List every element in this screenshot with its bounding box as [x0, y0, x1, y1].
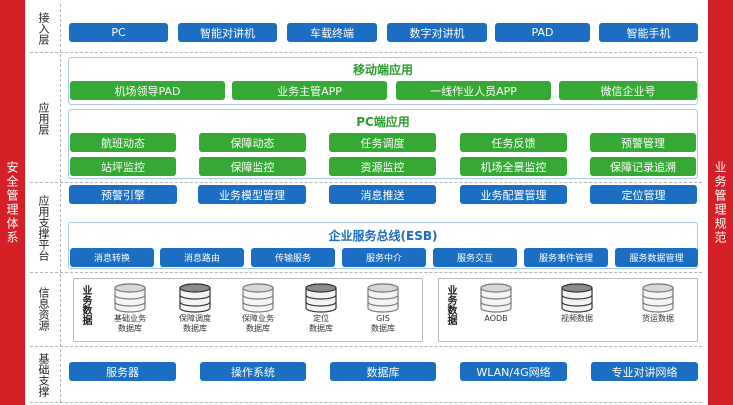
- support-message-push[interactable]: 消息推送: [329, 185, 436, 204]
- security-management-sidebar: 安全管理体系: [0, 0, 25, 405]
- infra-wlan-4g[interactable]: WLAN/4G网络: [460, 362, 567, 381]
- database-label: 数据库: [309, 324, 333, 333]
- pc-app-record-tracing[interactable]: 保障记录追溯: [590, 157, 696, 176]
- database-label: 保障业务: [242, 314, 274, 323]
- esb-transport-service[interactable]: 传输服务: [251, 248, 335, 267]
- esb-service-event-management[interactable]: 服务事件管理: [524, 248, 608, 267]
- separator: [30, 346, 702, 347]
- mobile-app-wechat-work[interactable]: 微信企业号: [559, 81, 697, 100]
- mobile-app-frontline-app[interactable]: 一线作业人员APP: [396, 81, 551, 100]
- layer-label-infrastructure: 基础支撑: [37, 353, 50, 397]
- layer-label-support-platform: 应用支撑平台: [37, 195, 50, 261]
- support-business-model[interactable]: 业务模型管理: [198, 185, 306, 204]
- pc-app-apron-monitoring[interactable]: 站坪监控: [70, 157, 176, 176]
- esb-service-broker[interactable]: 服务中介: [342, 248, 426, 267]
- database-label: 视频数据: [561, 314, 593, 323]
- access-vehicle-terminal[interactable]: 车载终端: [287, 23, 377, 42]
- mobile-app-supervisor-app[interactable]: 业务主管APP: [232, 81, 387, 100]
- database-label: 数据库: [371, 324, 395, 333]
- mobile-app-leader-pad[interactable]: 机场领导PAD: [70, 81, 225, 100]
- access-pad[interactable]: PAD: [495, 23, 590, 42]
- support-alert-engine[interactable]: 预警引擎: [69, 185, 177, 204]
- pc-app-task-feedback[interactable]: 任务反馈: [460, 133, 567, 152]
- separator: [30, 52, 702, 53]
- infra-server[interactable]: 服务器: [69, 362, 176, 381]
- separator: [30, 402, 702, 403]
- database-label: 数据库: [118, 324, 142, 333]
- database-icon: AODB: [466, 283, 526, 324]
- pc-app-support-dynamics[interactable]: 保障动态: [199, 133, 306, 152]
- separator: [30, 182, 702, 183]
- access-pc[interactable]: PC: [69, 23, 168, 42]
- esb-title: 企业服务总线(ESB): [328, 229, 438, 243]
- access-smart-intercom[interactable]: 智能对讲机: [178, 23, 277, 42]
- esb-service-interaction[interactable]: 服务交互: [433, 248, 517, 267]
- database-icon: 货运数据: [628, 283, 688, 324]
- support-business-config[interactable]: 业务配置管理: [460, 185, 567, 204]
- pc-app-airport-panorama[interactable]: 机场全景监控: [460, 157, 567, 176]
- database-label: 定位: [313, 314, 329, 323]
- business-management-sidebar: 业务管理规范: [708, 0, 733, 405]
- pc-app-resource-monitoring[interactable]: 资源监控: [329, 157, 436, 176]
- pc-app-flight-dynamics[interactable]: 航班动态: [70, 133, 176, 152]
- pc-app-alert-management[interactable]: 预警管理: [590, 133, 696, 152]
- separator: [30, 272, 702, 273]
- database-icon: 基础业务数据库: [100, 283, 160, 334]
- layer-label-info-resources: 信息资源: [37, 287, 50, 331]
- database-label: 货运数据: [642, 314, 674, 323]
- database-label: 保障调度: [179, 314, 211, 323]
- label-divider: [60, 4, 61, 402]
- esb-message-routing[interactable]: 消息路由: [160, 248, 244, 267]
- database-icon: 保障调度数据库: [165, 283, 225, 334]
- mobile-apps-title: 移动端应用: [352, 63, 413, 77]
- access-digital-intercom[interactable]: 数字对讲机: [387, 23, 487, 42]
- layer-label-access: 接入层: [37, 11, 50, 45]
- layer-label-app: 应用层: [37, 101, 50, 135]
- database-icon: 视频数据: [547, 283, 607, 324]
- infra-database[interactable]: 数据库: [330, 362, 436, 381]
- database-icon: 保障业务数据库: [228, 283, 288, 334]
- access-smartphone[interactable]: 智能手机: [599, 23, 698, 42]
- database-label: AODB: [484, 314, 508, 323]
- esb-service-data-management[interactable]: 服务数据管理: [615, 248, 698, 267]
- infra-intercom-network[interactable]: 专业对讲网络: [591, 362, 698, 381]
- database-icon: 定位数据库: [291, 283, 351, 334]
- database-label: 基础业务: [114, 314, 146, 323]
- support-location-management[interactable]: 定位管理: [590, 185, 697, 204]
- infra-os[interactable]: 操作系统: [200, 362, 306, 381]
- esb-message-transform[interactable]: 消息转换: [70, 248, 154, 267]
- pc-apps-title: PC端应用: [356, 115, 410, 129]
- database-label: 数据库: [246, 324, 270, 333]
- database-label: GIS: [376, 314, 390, 323]
- business-data-label: 业务数据: [80, 285, 91, 325]
- pc-app-support-monitoring[interactable]: 保障监控: [199, 157, 306, 176]
- database-label: 数据库: [183, 324, 207, 333]
- pc-app-task-dispatch[interactable]: 任务调度: [329, 133, 436, 152]
- service-data-label: 业务数据: [445, 285, 456, 325]
